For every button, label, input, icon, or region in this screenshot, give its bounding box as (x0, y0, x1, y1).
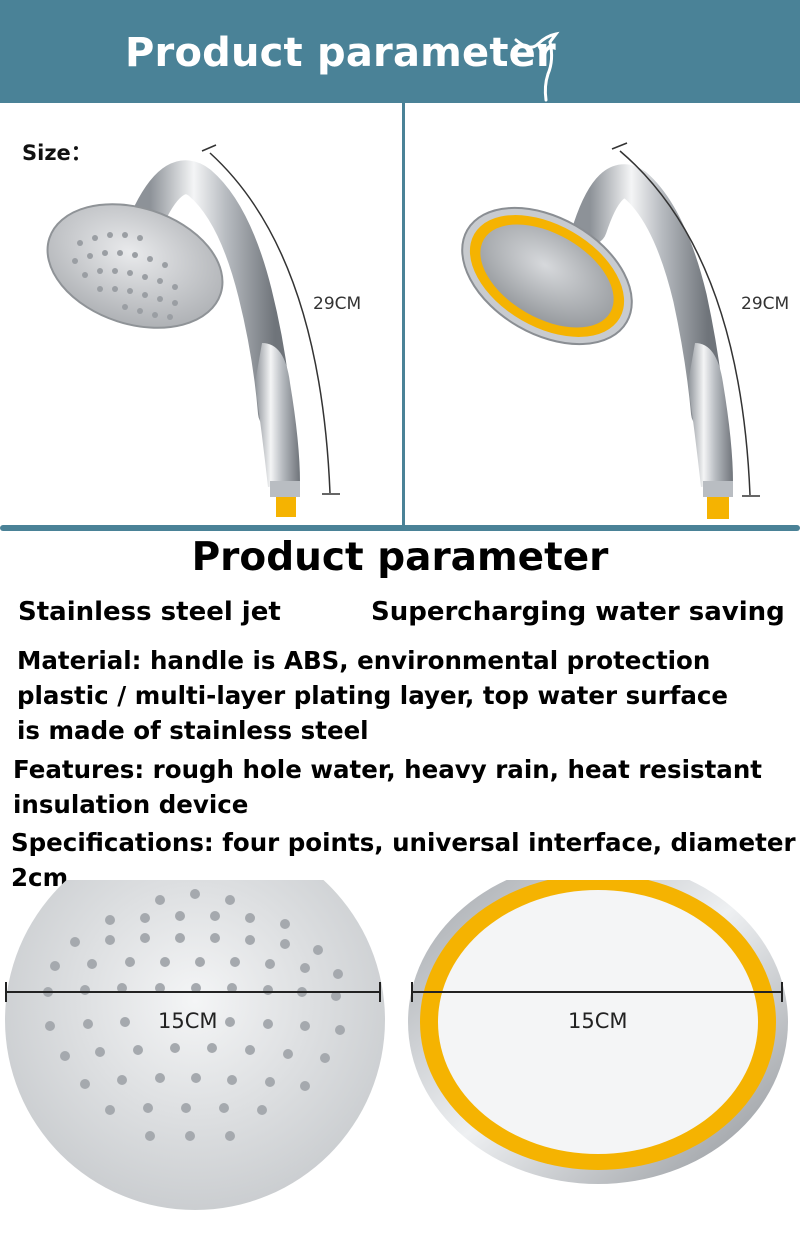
specs-line: Specifications: four points, universal i… (11, 828, 796, 857)
stainless-plate-closeup: 15CM (5, 880, 385, 1210)
length-label-right: 29CM (741, 294, 789, 314)
page-title: Product parameter (125, 30, 556, 76)
material-line: is made of stainless steel (17, 716, 369, 745)
shower-hook-icon (514, 31, 560, 102)
specs-text: Specifications: four points, universal i… (11, 825, 796, 895)
stainless-shower-product-image: 29CM (46, 144, 366, 517)
feature-left: Stainless steel jet (18, 597, 281, 627)
panel-divider (402, 103, 405, 525)
supercharging-shower-product-image: 29CM (461, 142, 800, 519)
header-banner: Product parameter (0, 0, 800, 103)
material-line: plastic / multi-layer plating layer, top… (17, 681, 729, 710)
size-label: Size： (22, 141, 92, 165)
diameter-label-left: 15CM (158, 1009, 218, 1033)
length-label-left: 29CM (313, 294, 361, 314)
material-text: Material: handle is ABS, environmental p… (17, 643, 728, 748)
features-text: Features: rough hole water, heavy rain, … (13, 752, 762, 822)
feature-right: Supercharging water saving (371, 597, 785, 627)
material-line: Material: handle is ABS, environmental p… (17, 646, 711, 675)
specs-line: 2cm (11, 863, 69, 892)
supercharging-plate-closeup: 15CM (408, 880, 788, 1184)
shower-head-closeups: 15CM 15CM (5, 880, 788, 1210)
section-title: Product parameter (191, 535, 609, 580)
diameter-label-right: 15CM (568, 1009, 628, 1033)
section-divider (0, 525, 800, 531)
features-line: insulation device (13, 790, 249, 819)
features-line: Features: rough hole water, heavy rain, … (13, 755, 762, 784)
